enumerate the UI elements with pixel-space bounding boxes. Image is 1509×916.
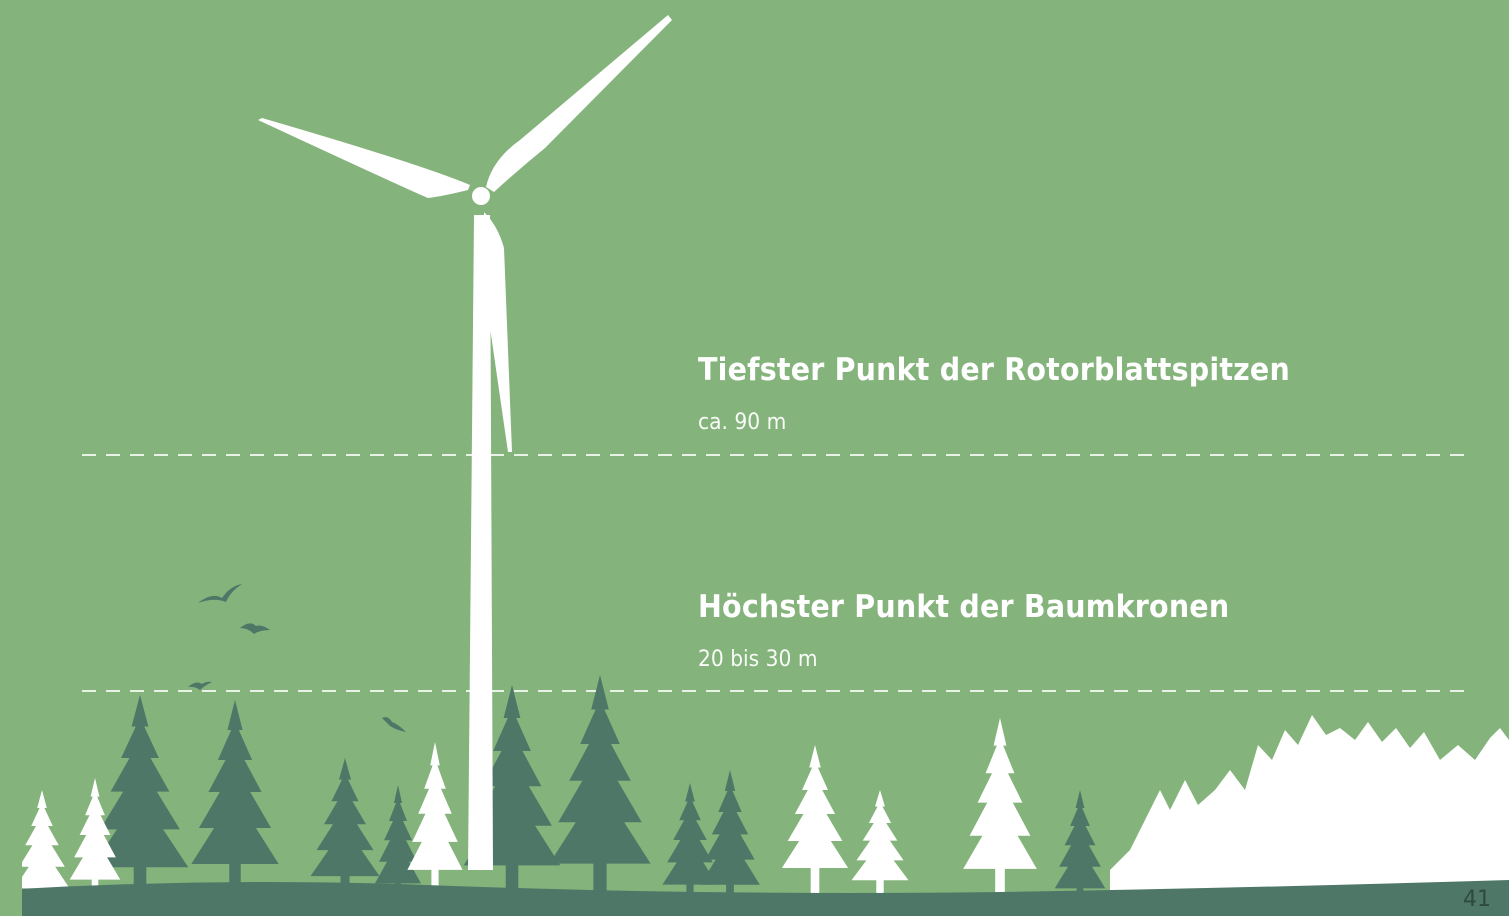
turbine-blade-left (258, 118, 470, 198)
tree-crown-title: Höchster Punkt der Baumkronen (698, 589, 1230, 625)
rotor-tip-height: ca. 90 m (698, 410, 787, 435)
turbine-blade-down (484, 212, 512, 452)
ground (0, 880, 1509, 916)
light-forest (14, 715, 1509, 910)
bird-icon (382, 717, 406, 732)
page-number: 41 (1463, 887, 1491, 912)
rotor-tip-annotation: Tiefster Punkt der Rotorblattspitzen ca.… (698, 352, 1341, 435)
turbine-blade-up (486, 15, 672, 192)
turbine-hub (472, 187, 490, 205)
birds (188, 584, 406, 732)
bird-icon (198, 584, 242, 603)
rotor-tip-title: Tiefster Punkt der Rotorblattspitzen (698, 352, 1290, 388)
wind-turbine-icon (258, 15, 672, 870)
bird-icon (240, 623, 270, 634)
turbine-tower (468, 215, 493, 870)
ground-left-edge (0, 760, 22, 916)
tree-crown-height: 20 bis 30 m (698, 647, 818, 672)
bird-icon (188, 681, 212, 690)
tree-crown-annotation: Höchster Punkt der Baumkronen 20 bis 30 … (698, 589, 1276, 672)
